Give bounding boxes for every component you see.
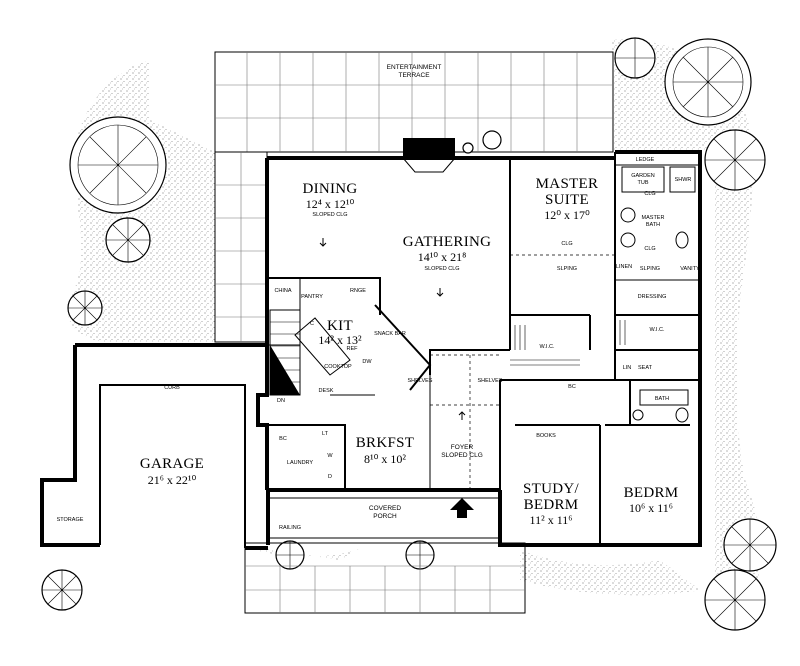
bath-fixtures	[620, 166, 696, 423]
tree-bottom-right-1	[723, 518, 777, 572]
terrace-label-2: TERRACE	[398, 72, 430, 79]
c-label: C	[310, 321, 314, 327]
dining-note: SLOPED CLG	[312, 212, 347, 218]
room-labels: ENTERTAINMENT TERRACE DINING 12⁴ x 12¹⁰ …	[140, 64, 679, 527]
shelves-label-1: SHELVES	[408, 378, 433, 384]
dining-label: DINING	[302, 181, 357, 197]
master-dim: 12⁰ x 17⁰	[544, 208, 590, 222]
master-bath-label: MASTER	[642, 215, 665, 221]
wic-label-1: W.I.C.	[540, 344, 555, 350]
bedrm-label: BEDRM	[624, 485, 679, 501]
tree-left-small-1	[105, 217, 151, 263]
tree-top-right-large	[664, 38, 752, 126]
d-label: D	[328, 474, 332, 480]
terrace-label: ENTERTAINMENT	[387, 64, 442, 71]
porch-label: COVERED	[369, 505, 401, 512]
garden-tub-label: GARDEN	[631, 173, 655, 179]
gathering-label: GATHERING	[403, 234, 492, 250]
porch-label-2: PORCH	[373, 513, 397, 520]
books-label: BOOKS	[536, 433, 556, 439]
slping-label-2: SLPING	[640, 266, 660, 272]
interior-walls	[267, 152, 700, 545]
bedrm-dim: 10⁶ x 11⁶	[629, 501, 673, 515]
kit-dim: 14² x 13²	[318, 333, 362, 347]
gathering-dim: 14¹⁰ x 21⁸	[418, 250, 467, 264]
garage-label: GARAGE	[140, 456, 204, 472]
lin-label: LIN	[623, 365, 632, 371]
clg-label-3: CLG	[644, 246, 655, 252]
front-walk	[244, 542, 526, 614]
kit-label: KIT	[327, 318, 353, 334]
study-dim: 11² x 11⁶	[530, 513, 573, 527]
master-label: MASTER	[536, 176, 599, 192]
garden-tub-label-2: TUB	[638, 180, 649, 186]
exterior-walls	[40, 150, 702, 550]
foyer-note: SLOPED CLG	[441, 452, 483, 459]
ledge-label: LEDGE	[636, 157, 655, 163]
landscape-stipple	[68, 39, 762, 601]
brkfst-label: BRKFST	[356, 435, 415, 451]
closet-rods	[510, 320, 626, 366]
tree-porch-right	[405, 540, 435, 570]
dn-label: DN	[277, 398, 285, 404]
tree-bottom-left	[41, 569, 83, 611]
dining-dim: 12⁴ x 12¹⁰	[306, 197, 355, 211]
snack-bar-label: SNACK BAR	[374, 331, 406, 337]
tree-right-middle	[704, 129, 766, 191]
clg-label-2: CLG	[561, 241, 572, 247]
dw-label: DW	[362, 359, 372, 365]
bc-label-1: BC	[568, 384, 576, 390]
entry-arrow	[450, 498, 474, 518]
tree-bottom-right-2	[704, 569, 766, 631]
w-label: W	[327, 453, 333, 459]
master-bath-label-2: BATH	[646, 222, 660, 228]
desk-label: DESK	[319, 388, 334, 394]
ref-label: REF	[347, 346, 359, 352]
wic-label-2: W.I.C.	[650, 327, 665, 333]
slping-label-1: SLPING	[557, 266, 577, 272]
tree-top-left-large	[69, 116, 167, 214]
bath-label: BATH	[655, 396, 669, 402]
study-label: STUDY/	[523, 481, 580, 497]
linen-label: LINEN	[616, 264, 632, 270]
shwr-label: SHWR	[675, 177, 692, 183]
foyer-label: FOYER	[451, 444, 474, 451]
master-label-2: SUITE	[545, 192, 589, 208]
fireplace	[402, 138, 456, 173]
tree-porch-left	[275, 540, 305, 570]
china-label: CHINA	[274, 288, 291, 294]
curb-label: CURB	[164, 385, 180, 391]
study-label-2: BEDRM	[524, 497, 579, 513]
lt-label: LT	[322, 431, 329, 437]
ceiling-dashes	[430, 254, 615, 490]
shrub-terrace	[462, 130, 502, 154]
dressing-label: DRESSING	[638, 294, 667, 300]
clg-label: CLG	[644, 191, 655, 197]
laundry-label: LAUNDRY	[287, 460, 314, 466]
tree-top-right-small	[614, 37, 656, 79]
small-labels: LEDGE GARDEN TUB SHWR CLG MASTER BATH LI…	[57, 157, 700, 531]
shelves-label-2: SHELVES	[478, 378, 503, 384]
seat-label: SEAT	[638, 365, 653, 371]
brkfst-dim: 8¹⁰ x 10²	[364, 452, 406, 466]
garage-dim: 21⁶ x 22¹⁰	[148, 473, 197, 487]
bc-label-2: BC	[279, 436, 287, 442]
gathering-note: SLOPED CLG	[424, 266, 459, 272]
range-label: RNGE	[350, 288, 366, 294]
pantry-label: PANTRY	[301, 294, 323, 300]
tree-left-small-2	[67, 290, 103, 326]
stair	[269, 309, 301, 396]
slope-arrows	[319, 238, 466, 420]
vanity-label: VANITY	[680, 266, 700, 272]
cooktop-label: COOKTOP	[324, 364, 352, 370]
storage-label: STORAGE	[57, 517, 84, 523]
railing-label: RAILING	[279, 525, 301, 531]
